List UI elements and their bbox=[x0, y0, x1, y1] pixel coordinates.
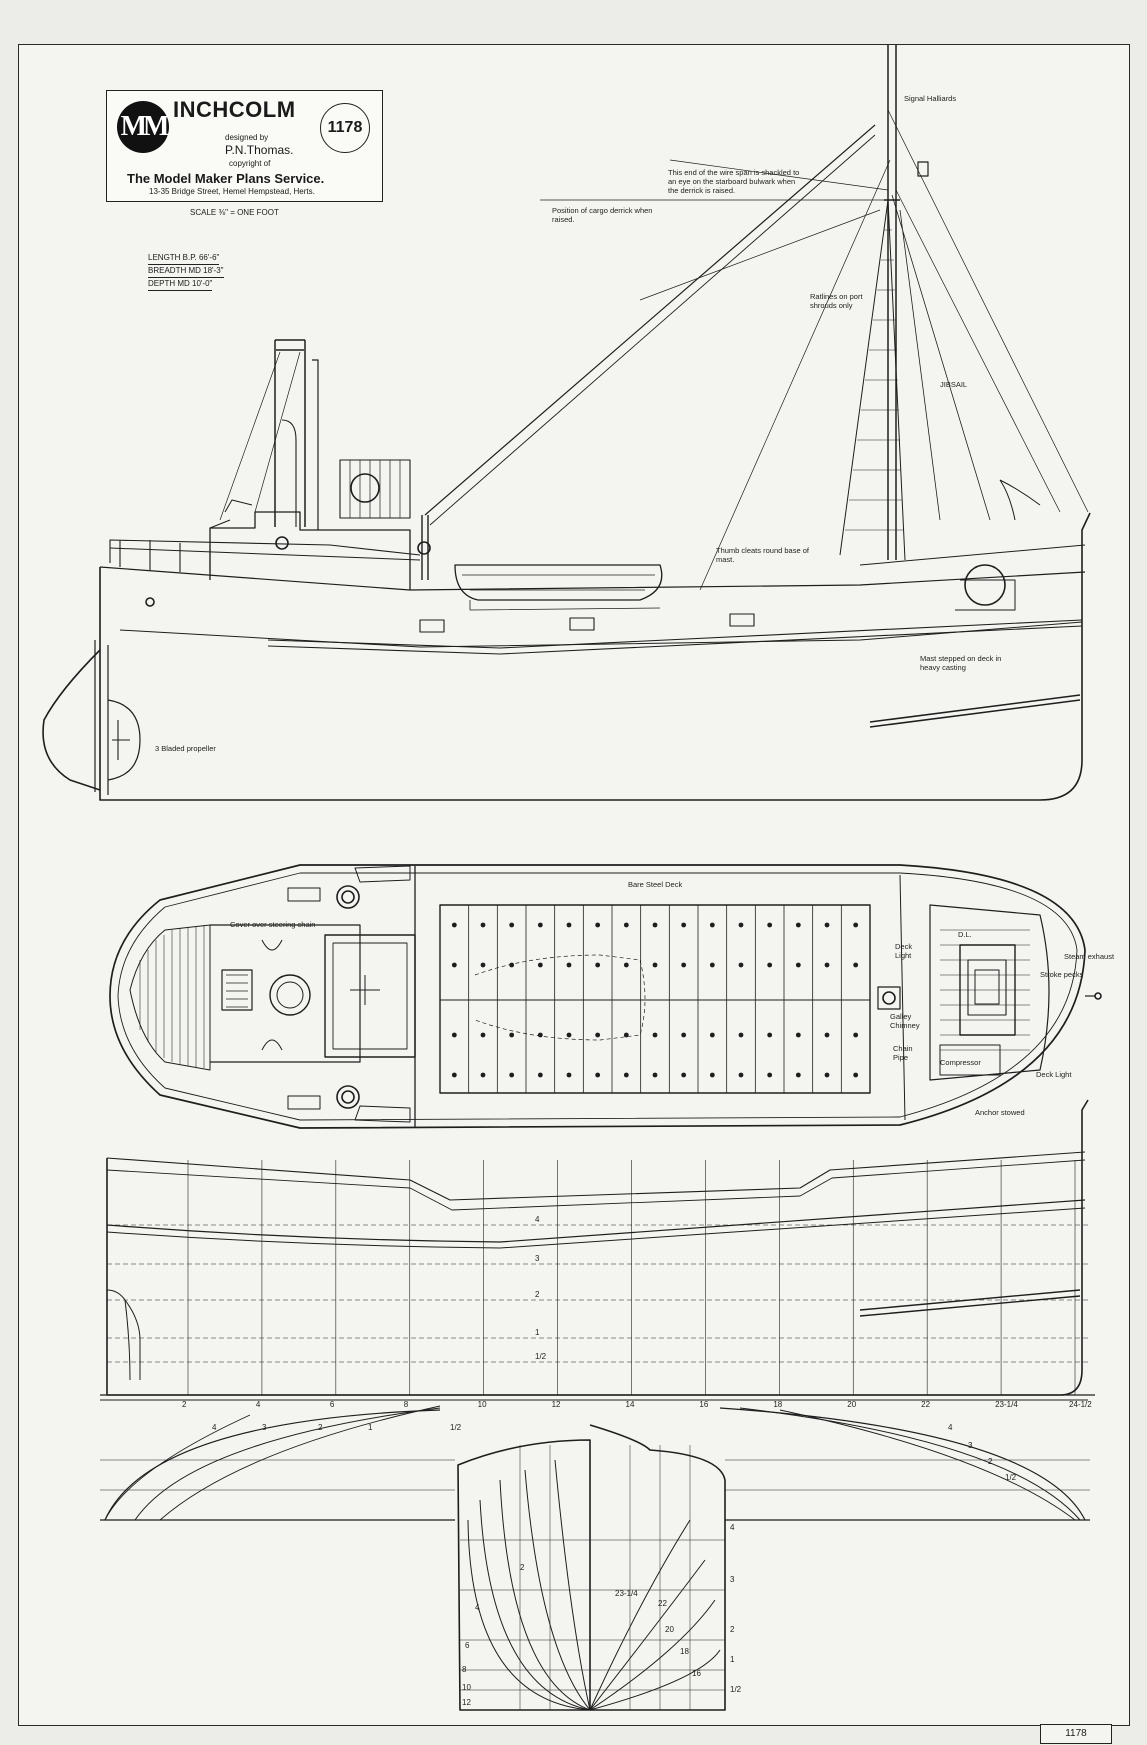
designer-name: P.N.Thomas. bbox=[225, 143, 294, 157]
half-breadth-label: 3 bbox=[262, 1423, 267, 1432]
half-breadth-label: 2 bbox=[988, 1457, 993, 1466]
hull-outline bbox=[99, 512, 1091, 801]
label-galley-chimney: Galley Chimney bbox=[890, 1012, 920, 1030]
label-chain-pipe: Chain Pipe bbox=[893, 1044, 913, 1062]
designed-by-label: designed by bbox=[225, 133, 269, 142]
title-block: MM INCHCOLM designed by P.N.Thomas. copy… bbox=[106, 90, 383, 202]
plans-service: The Model Maker Plans Service. bbox=[127, 171, 325, 186]
service-address: 13-35 Bridge Street, Hemel Hempstead, He… bbox=[149, 187, 315, 196]
copyright-label: copyright of bbox=[229, 159, 271, 168]
station-label: 24-1/2 bbox=[1069, 1400, 1092, 1409]
station-label: 2 bbox=[182, 1400, 187, 1409]
half-breadth-view bbox=[100, 1399, 1090, 1521]
label-cargo-derrick: Position of cargo derrick when raised. bbox=[552, 206, 653, 224]
mm-logo: MM bbox=[117, 101, 169, 153]
body-plan-section-label: 12 bbox=[462, 1698, 471, 1707]
body-plan-waterline-label: 2 bbox=[730, 1625, 735, 1634]
label-dl: D.L. bbox=[958, 930, 972, 939]
body-plan-section-label: 23-1/4 bbox=[615, 1589, 638, 1598]
body-plan-section-label: 6 bbox=[465, 1641, 470, 1650]
half-breadth-label: 1/2 bbox=[450, 1423, 462, 1432]
station-label: 18 bbox=[773, 1400, 782, 1409]
body-plan-section-label: 8 bbox=[462, 1665, 467, 1674]
scale-note: SCALE ⅜" = ONE FOOT bbox=[190, 208, 279, 217]
body-plan-waterline-label: 1/2 bbox=[730, 1685, 742, 1694]
waterline-label: 2 bbox=[535, 1290, 540, 1299]
station-label: 23-1/4 bbox=[995, 1400, 1018, 1409]
waterline-label: 1/2 bbox=[535, 1352, 547, 1361]
station-label: 6 bbox=[330, 1400, 335, 1409]
body-plan-section-label: 22 bbox=[658, 1599, 667, 1608]
ratlines bbox=[845, 229, 903, 531]
half-breadth-label: 1/2 bbox=[1005, 1473, 1017, 1482]
waterline-label: 4 bbox=[535, 1215, 540, 1224]
label-deck-light-1: Deck Light bbox=[895, 942, 913, 960]
vessel-name: INCHCOLM bbox=[173, 97, 296, 122]
half-breadth-label: 4 bbox=[212, 1423, 217, 1432]
body-plan-waterline-label: 4 bbox=[730, 1523, 735, 1532]
label-compressor: Compressor bbox=[940, 1058, 981, 1067]
station-label: 14 bbox=[626, 1400, 635, 1409]
body-plan-section-label: 4 bbox=[475, 1603, 480, 1612]
station-label: 20 bbox=[847, 1400, 856, 1409]
label-thumb-cleats: Thumb cleats round base of mast. bbox=[716, 546, 809, 564]
waterline-label: 3 bbox=[535, 1254, 540, 1263]
waterline-label: 1 bbox=[535, 1328, 540, 1337]
body-plan-section-label: 10 bbox=[462, 1683, 471, 1692]
label-propeller: 3 Bladed propeller bbox=[155, 744, 216, 753]
label-signal-halliards: Signal Halliards bbox=[904, 94, 957, 103]
body-plan-section-label: 18 bbox=[680, 1647, 689, 1656]
body-plan-section-label: 2 bbox=[520, 1563, 525, 1572]
label-wire-span: This end of the wire span is shackled to… bbox=[668, 168, 800, 195]
sheer-lines-view bbox=[100, 1099, 1095, 1396]
station-label: 16 bbox=[699, 1400, 708, 1409]
dimension-depth: DEPTH MD 10'-0" bbox=[148, 278, 213, 291]
body-plan-view bbox=[455, 1424, 726, 1711]
profile-view bbox=[42, 45, 1091, 801]
corner-plan-number: 1178 bbox=[1040, 1724, 1112, 1744]
label-bare-steel-deck: Bare Steel Deck bbox=[628, 880, 683, 889]
body-plan-section-label: 16 bbox=[692, 1669, 701, 1678]
label-mast-stepped: Mast stepped on deck in heavy casting bbox=[920, 654, 1002, 672]
station-label: 22 bbox=[921, 1400, 930, 1409]
label-steering-cover: Cover over steering chain bbox=[230, 920, 316, 929]
half-breadth-label: 2 bbox=[318, 1423, 323, 1432]
principal-dimensions: LENGTH B.P. 66'-6" BREADTH MD 18'-3" DEP… bbox=[148, 252, 224, 291]
half-breadth-label: 1 bbox=[368, 1423, 373, 1432]
station-label: 4 bbox=[256, 1400, 261, 1409]
half-breadth-label: 4 bbox=[948, 1423, 953, 1432]
label-stroke-pecks: Stroke pecks bbox=[1040, 970, 1084, 979]
label-deck-light-2: Deck Light bbox=[1036, 1070, 1072, 1079]
station-label: 10 bbox=[478, 1400, 487, 1409]
label-anchor-stowed: Anchor stowed bbox=[975, 1108, 1025, 1117]
label-ratlines: Ratlines on port shrouds only bbox=[810, 292, 863, 310]
deck-plan-view bbox=[109, 864, 1102, 1129]
station-label: 8 bbox=[404, 1400, 409, 1409]
label-jibsail: JIBSAIL bbox=[940, 380, 968, 389]
body-plan-waterline-label: 1 bbox=[730, 1655, 735, 1664]
body-plan-waterline-label: 3 bbox=[730, 1575, 735, 1584]
label-steam-exhaust: Steam exhaust bbox=[1064, 952, 1115, 961]
station-label: 12 bbox=[552, 1400, 561, 1409]
plan-number-badge: 1178 bbox=[320, 103, 370, 153]
body-plan-section-label: 20 bbox=[665, 1625, 674, 1634]
half-breadth-label: 3 bbox=[968, 1441, 973, 1450]
